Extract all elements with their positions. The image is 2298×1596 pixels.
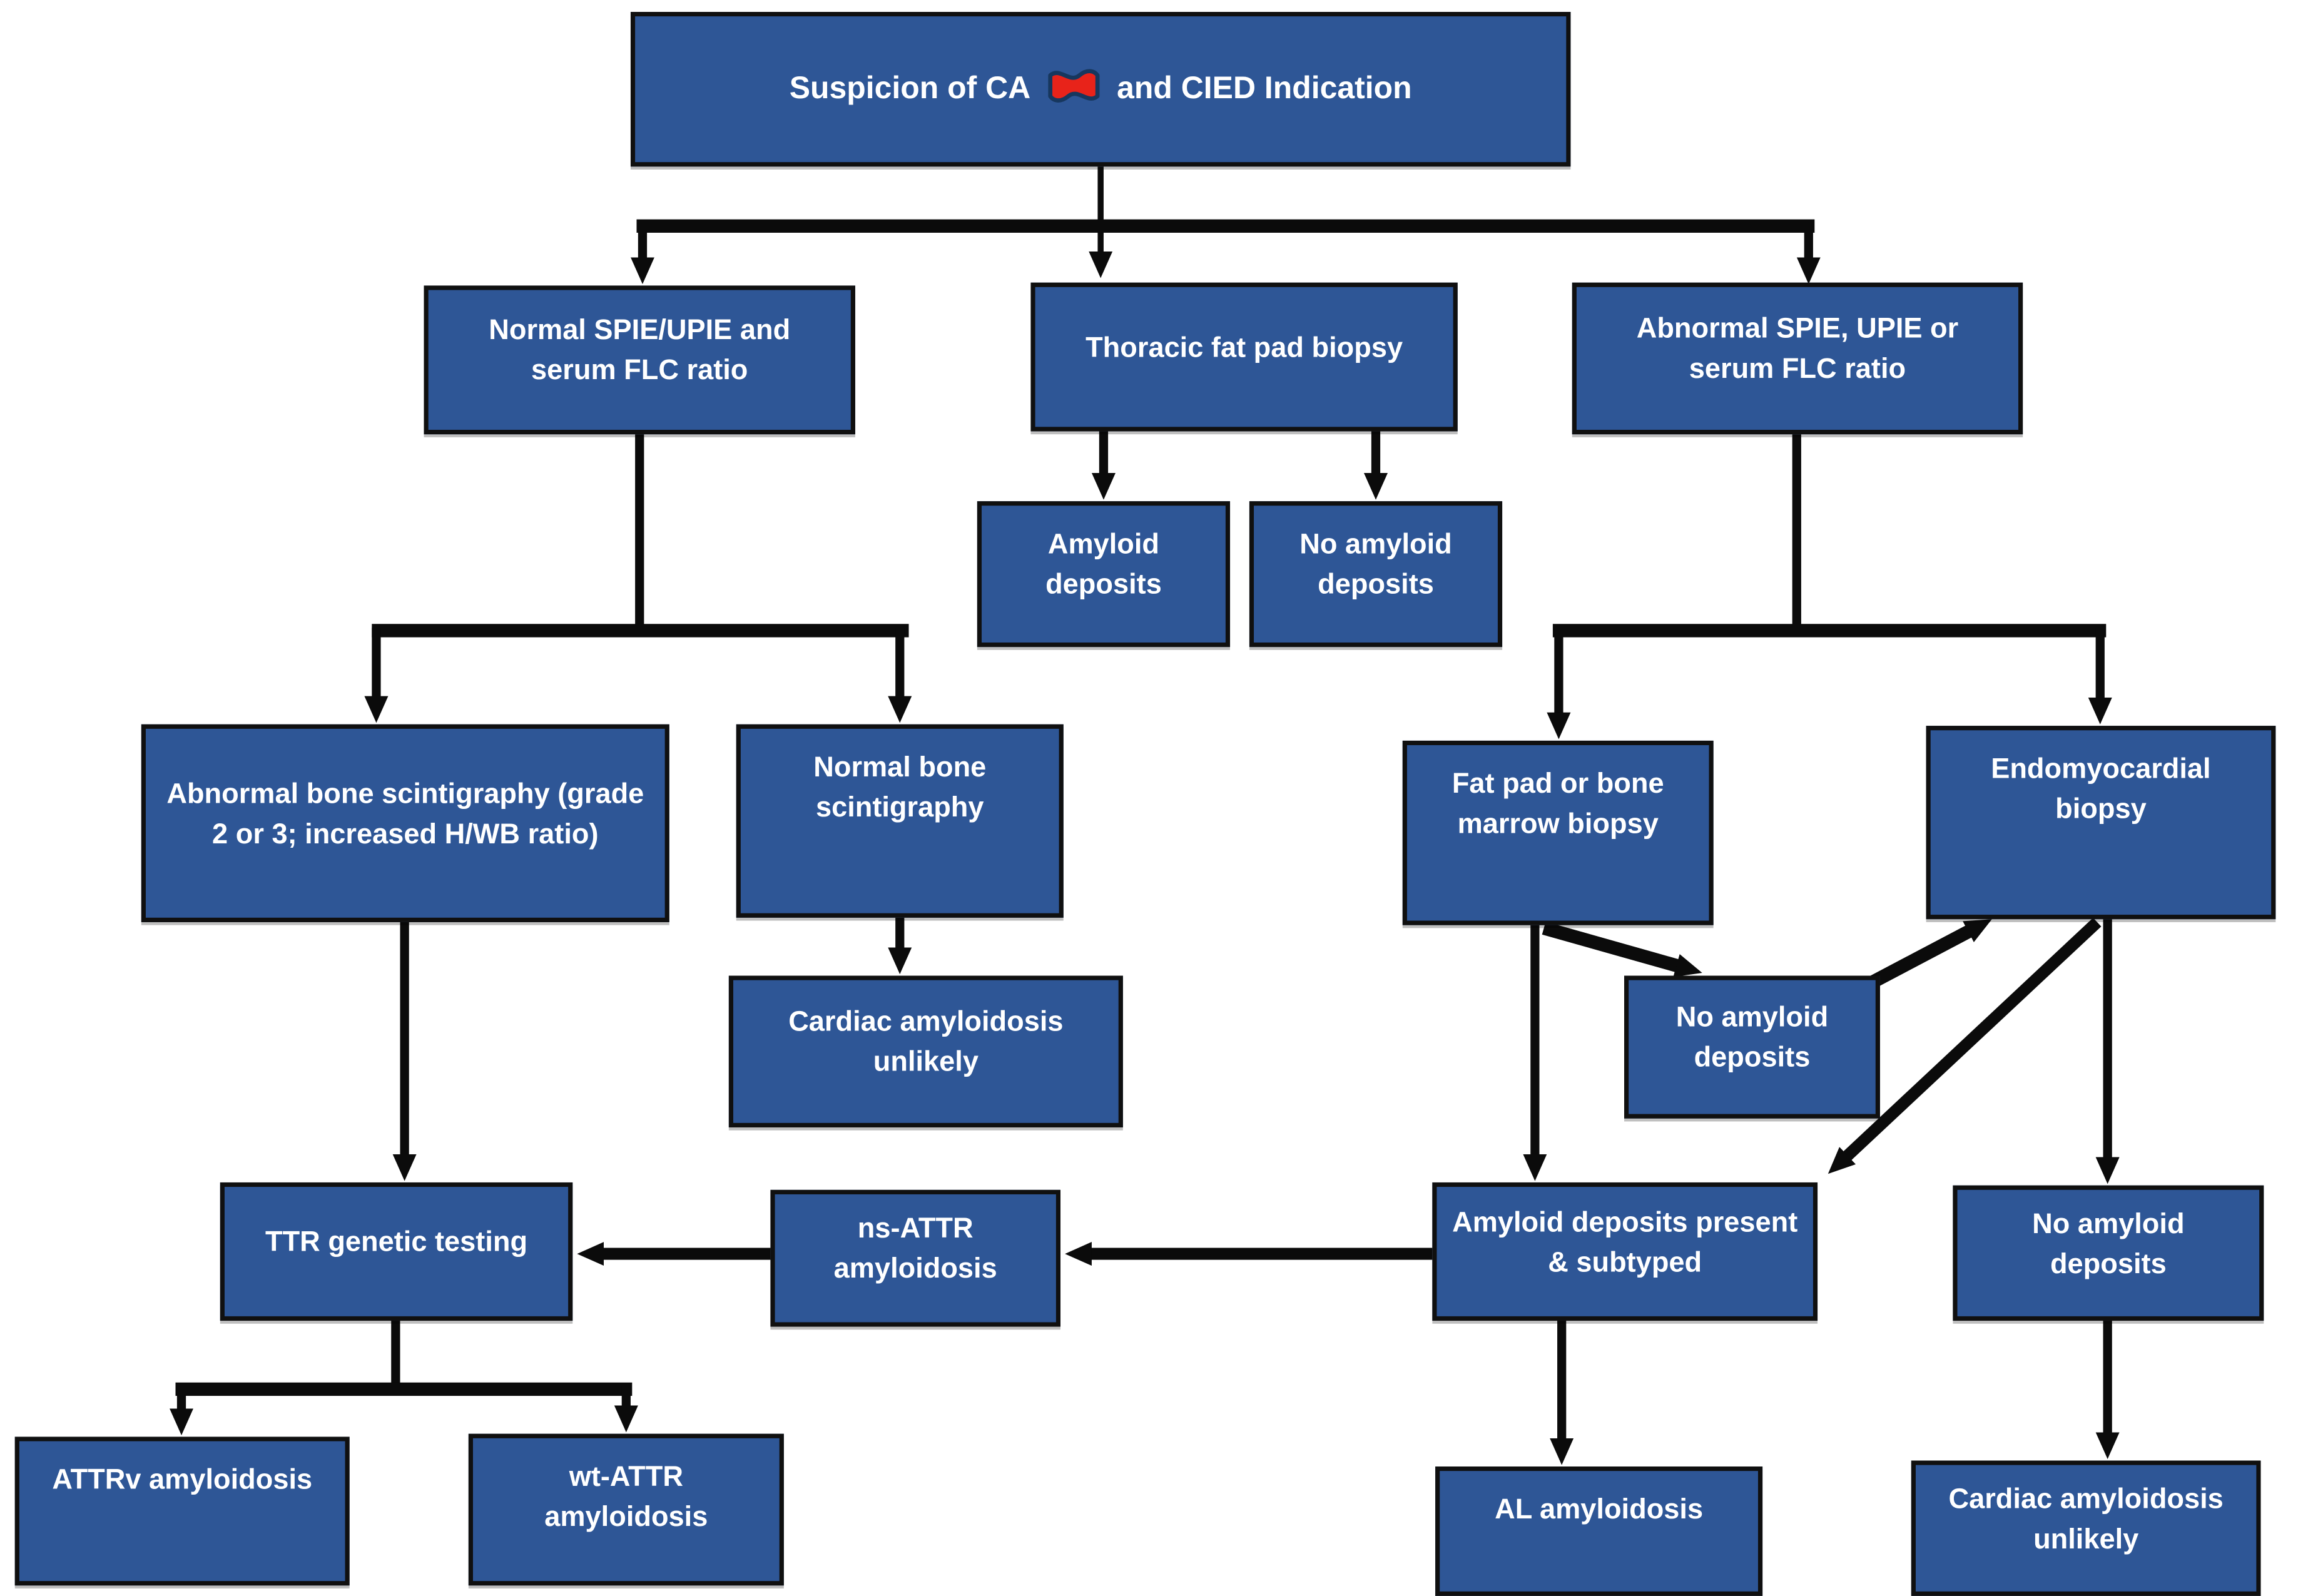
red-flag-icon xyxy=(1048,69,1100,103)
node-amyloid-deposits: Amyloid deposits xyxy=(977,501,1231,648)
node-fat-pad-or-bone-marrow-biopsy: Fat pad or bone marrow biopsy xyxy=(1402,740,1714,925)
edge-endo-to-amyloid-present xyxy=(1828,917,2102,1174)
node-abnormal-spie-upie: Abnormal SPIE, UPIE or serum FLC ratio xyxy=(1572,282,2023,435)
title-text-after: and CIED Indication xyxy=(1117,71,1412,106)
edge-fatpad-to-no-amyloid-mid xyxy=(1542,922,1702,977)
node-ns-attr-amyloidosis: ns-ATTR amyloidosis xyxy=(770,1189,1061,1327)
node-amyloid-deposits-present-subtyped: Amyloid deposits present & subtyped xyxy=(1432,1182,1818,1321)
node-normal-spie-upie: Normal SPIE/UPIE and serum FLC ratio xyxy=(424,285,855,435)
node-no-amyloid-deposits-right: No amyloid deposits xyxy=(1953,1185,2264,1321)
node-ttr-genetic-testing: TTR genetic testing xyxy=(220,1182,573,1321)
node-no-amyloid-deposits-mid: No amyloid deposits xyxy=(1624,975,1880,1119)
node-no-amyloid-deposits-fatpad: No amyloid deposits xyxy=(1249,501,1503,648)
node-cardiac-amyloidosis-unlikely-mid: Cardiac amyloidosis unlikely xyxy=(728,975,1123,1127)
node-normal-bone-scintigraphy: Normal bone scintigraphy xyxy=(736,724,1064,918)
node-endomyocardial-biopsy: Endomyocardial biopsy xyxy=(1926,726,2276,920)
edge-no-amyloid-mid-to-endo xyxy=(1859,919,1992,994)
title-text-before: Suspicion of CA xyxy=(789,71,1031,106)
node-al-amyloidosis: AL amyloidosis xyxy=(1435,1466,1763,1596)
node-attrv-amyloidosis: ATTRv amyloidosis xyxy=(14,1436,350,1586)
node-wt-attr-amyloidosis: wt-ATTR amyloidosis xyxy=(468,1433,784,1586)
node-abnormal-bone-scintigraphy: Abnormal bone scintigraphy (grade 2 or 3… xyxy=(141,724,669,922)
node-suspicion-of-ca: Suspicion of CA and CIED Indication xyxy=(630,12,1571,167)
node-thoracic-fat-pad-biopsy: Thoracic fat pad biopsy xyxy=(1030,282,1458,432)
node-cardiac-amyloidosis-unlikely-bottom: Cardiac amyloidosis unlikely xyxy=(1911,1460,2261,1596)
